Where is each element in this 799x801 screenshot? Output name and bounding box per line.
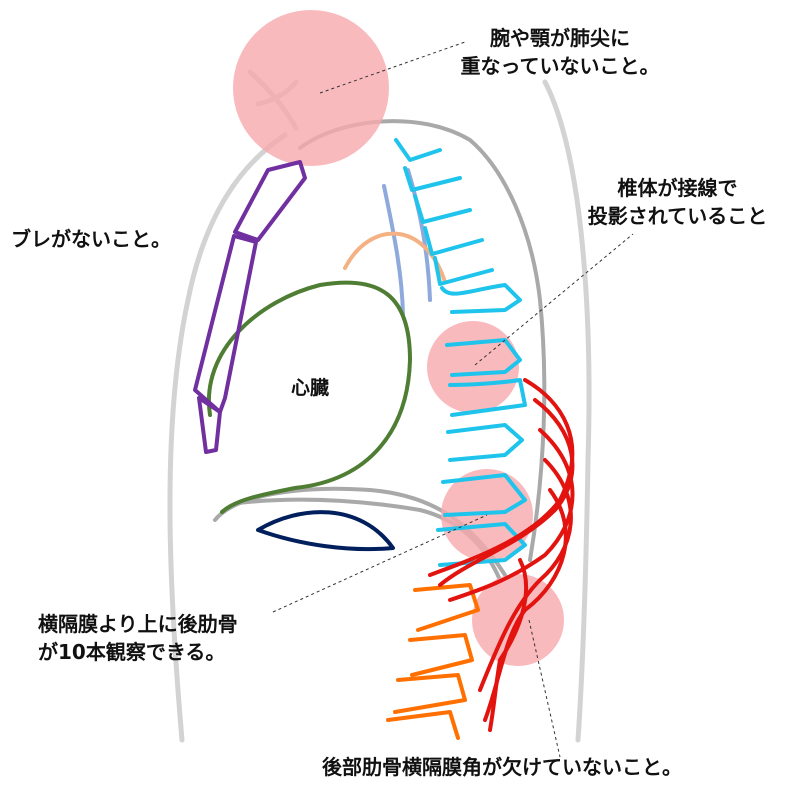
vertebra-highlight xyxy=(427,321,519,413)
spine-upper xyxy=(394,138,527,567)
apex-highlight xyxy=(233,10,389,166)
arm-jaw-label-line-2: 重なっていないこと。 xyxy=(460,54,660,78)
heart xyxy=(206,280,413,514)
vertebra-label-line-2: 投影されていること xyxy=(587,204,768,228)
costophrenic-angle-label: 後部肋骨横隔膜角が欠けていないこと。 xyxy=(322,755,682,779)
trachea xyxy=(382,168,432,317)
ribs xyxy=(428,378,575,732)
rib-count-label-line-1: 横隔膜より上に後肋骨 xyxy=(38,612,238,636)
highlight-circles xyxy=(233,10,564,666)
arm-jaw-label: 腕や顎が肺尖に 重なっていないこと。 xyxy=(460,24,660,80)
arm-jaw-label-line-1: 腕や顎が肺尖に xyxy=(490,26,630,50)
rib-count-label-line-2: が10本観察できる。 xyxy=(38,640,226,664)
vertebra-label: 椎体が接線で 投影されていること xyxy=(565,174,790,230)
heart-label: 心臓 xyxy=(291,377,330,399)
rib-count-label: 横隔膜より上に後肋骨 が10本観察できる。 xyxy=(38,610,238,666)
leader-lines xyxy=(272,41,634,758)
spine-lower xyxy=(386,583,480,740)
blur-label: ブレがないこと。 xyxy=(11,227,171,251)
vertebra-label-line-1: 椎体が接線で xyxy=(617,176,738,200)
diaphragm xyxy=(256,510,395,552)
sternum xyxy=(193,160,307,454)
